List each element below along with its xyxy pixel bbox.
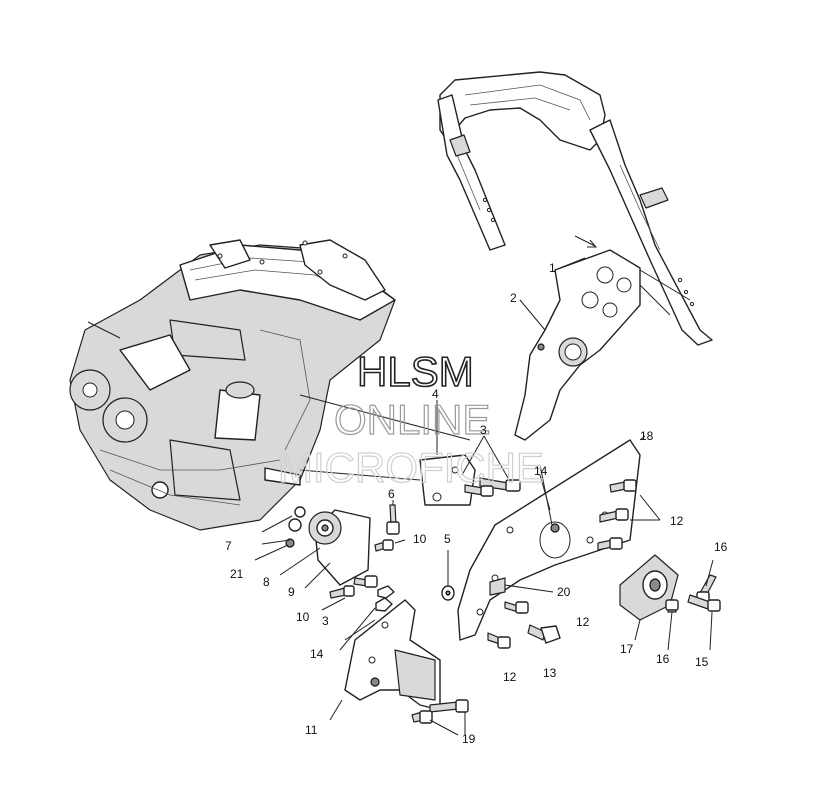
callout-5: 5 [444,532,451,546]
mount-bracket-11 [329,599,441,721]
callout-10-upper: 10 [413,532,427,546]
bolts-19 [411,699,469,736]
engine-mount-17 [619,554,679,641]
callout-18: 18 [640,429,654,443]
callout-7: 7 [225,539,232,553]
callout-19: 19 [462,732,476,746]
callout-12-upper: 12 [670,514,684,528]
callout-1: 1 [549,261,556,275]
watermark-line-1: HLSM [357,348,474,395]
watermark-line-2: ONLINE [334,396,490,443]
nuts-14 [339,585,395,651]
bolts-12-upper [597,479,661,551]
mount-plate-upper [514,249,691,441]
engine-mount-8-9 [254,506,371,589]
callout-8: 8 [263,575,270,589]
callout-3-upper: 3 [480,423,487,437]
bolts-3-upper [461,435,521,497]
small-bracket [419,400,476,506]
bolt-13 [527,624,561,644]
bolts-16-15 [665,559,721,651]
callout-16-upper: 16 [714,540,728,554]
callout-2: 2 [510,291,517,305]
watermark-line-3: MICROFICHE [278,444,544,491]
callout-16-lower: 16 [656,652,670,666]
callout-12-lower: 12 [503,670,517,684]
callout-17: 17 [620,642,634,656]
callout-11: 11 [305,723,318,737]
bolts-10 [321,539,406,611]
direction-arrow [574,235,596,247]
callout-4: 4 [432,387,439,401]
callout-14-lower: 14 [310,647,324,661]
callout-6: 6 [388,487,395,501]
callout-14-upper: 14 [534,464,548,478]
callout-20: 20 [557,585,571,599]
callout-21: 21 [230,567,244,581]
callout-3-lower: 3 [322,614,329,628]
callout-10-lower: 10 [296,610,310,624]
bolt-6 [386,500,400,535]
callout-12-middle: 12 [576,615,590,629]
washer-5 [441,550,455,601]
callout-15: 15 [695,655,709,669]
engine-assembly [69,239,396,531]
callout-9: 9 [288,585,295,599]
bolts-12-lower [487,601,529,649]
callout-13: 13 [543,666,557,680]
frame-tube-assembly [437,71,713,346]
